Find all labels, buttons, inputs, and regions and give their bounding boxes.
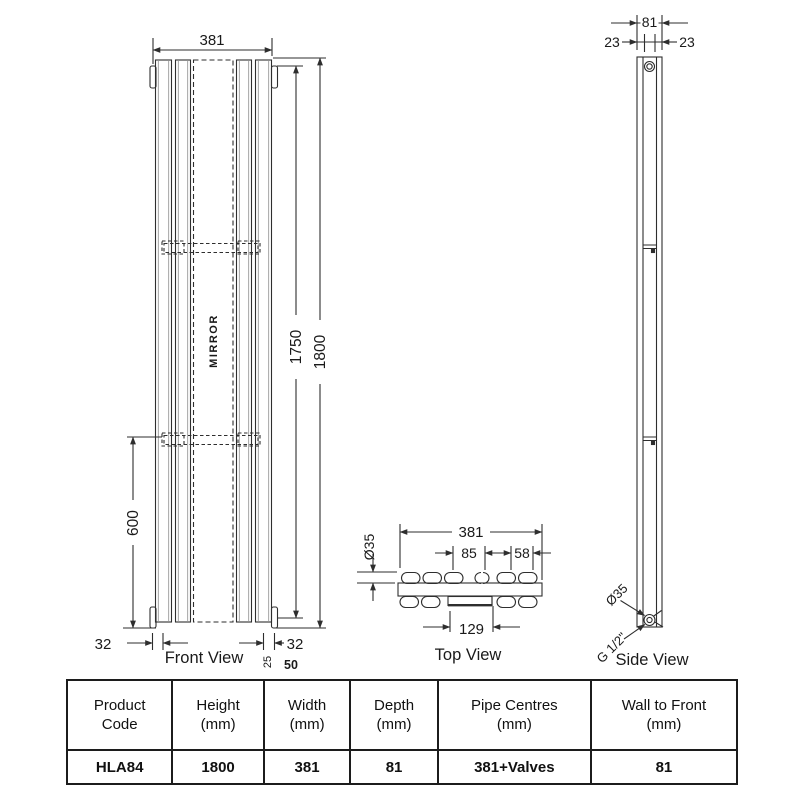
front-offset-right-dimension bbox=[239, 633, 284, 650]
drawing-canvas: 381 1750 1800 600 32 32 25 50 MIRROR Fro… bbox=[95, 14, 695, 672]
mirror-panel bbox=[192, 59, 234, 623]
spec-header-wall-to-front: Wall to Front (mm) bbox=[589, 681, 736, 751]
side-offset-right-value: 23 bbox=[679, 34, 695, 50]
spec-header-width: Width (mm) bbox=[262, 681, 350, 751]
top-view bbox=[357, 524, 551, 632]
front-overall-height-value: 1800 bbox=[312, 334, 329, 369]
front-view-labels: 381 1750 1800 600 32 32 25 50 MIRROR Fro… bbox=[95, 32, 329, 672]
top-view-upper-tubes bbox=[400, 571, 538, 585]
front-inner-height-dimension bbox=[277, 65, 303, 619]
side-bracket-lower bbox=[643, 436, 657, 446]
spec-table: Product Code Height (mm) Width (mm) Dept… bbox=[66, 679, 738, 785]
top-view-lower-tubes bbox=[399, 595, 538, 609]
spec-header-product-code: Product Code bbox=[68, 681, 172, 751]
front-width-dimension bbox=[152, 38, 273, 64]
front-offset-right-value: 32 bbox=[287, 636, 304, 653]
top-pipe-a-value: 85 bbox=[461, 545, 477, 561]
front-view-title: Front View bbox=[165, 649, 244, 667]
wall-bracket-lower bbox=[161, 432, 261, 447]
top-width-value: 381 bbox=[458, 524, 483, 541]
top-mirror-value: 129 bbox=[459, 621, 484, 638]
spec-header-height: Height (mm) bbox=[171, 681, 263, 751]
front-width-value: 381 bbox=[199, 32, 224, 49]
front-offset-left-dimension bbox=[127, 633, 188, 650]
side-view-body bbox=[636, 56, 663, 628]
front-tab-value: 25 bbox=[262, 656, 274, 668]
valve-leaders bbox=[620, 600, 664, 640]
spec-header-pipe-centres: Pipe Centres (mm) bbox=[436, 681, 590, 751]
spec-value-height: 1800 bbox=[171, 751, 262, 783]
front-offset-left-value: 32 bbox=[95, 636, 112, 653]
side-offset-left-value: 23 bbox=[604, 34, 620, 50]
front-view-panels bbox=[154, 59, 273, 623]
spec-value-pipe-centres: 381+Valves bbox=[436, 751, 590, 783]
side-depth-value: 81 bbox=[642, 14, 658, 30]
valve-connection bbox=[643, 613, 656, 627]
front-lower-value: 600 bbox=[125, 510, 142, 536]
top-view-labels: 381 85 58 129 Ø35 Top View bbox=[361, 524, 530, 664]
front-gap-value: 50 bbox=[284, 658, 298, 672]
spec-value-wall-to-front: 81 bbox=[589, 751, 736, 783]
front-lower-dimension bbox=[123, 436, 162, 629]
side-view-title: Side View bbox=[615, 651, 688, 669]
front-view bbox=[123, 38, 326, 650]
side-view-labels: 81 23 23 Ø35 G 1/2" Side View bbox=[593, 14, 695, 669]
front-inner-height-value: 1750 bbox=[288, 329, 305, 364]
side-view bbox=[611, 15, 688, 640]
spec-value-depth: 81 bbox=[349, 751, 436, 783]
top-view-body bbox=[397, 582, 543, 597]
air-vent bbox=[643, 60, 656, 73]
spec-header-depth: Depth (mm) bbox=[349, 681, 437, 751]
spec-value-product-code: HLA84 bbox=[95, 758, 144, 776]
top-view-title: Top View bbox=[435, 646, 502, 664]
spec-value-width: 381 bbox=[262, 751, 349, 783]
mirror-label: MIRROR bbox=[208, 314, 220, 368]
top-tube-diameter-dimension bbox=[357, 554, 397, 601]
top-pipe-b-dimension bbox=[493, 546, 551, 570]
top-width-dimension bbox=[399, 524, 543, 580]
side-offset-dimensions bbox=[622, 34, 677, 52]
wall-bracket-upper bbox=[161, 240, 261, 255]
top-mirror-dimension bbox=[423, 606, 520, 632]
side-bracket-upper bbox=[643, 244, 657, 254]
front-overall-height-dimension bbox=[273, 57, 326, 629]
top-pipe-b-value: 58 bbox=[514, 545, 530, 561]
top-tube-diameter-value: Ø35 bbox=[361, 534, 377, 561]
